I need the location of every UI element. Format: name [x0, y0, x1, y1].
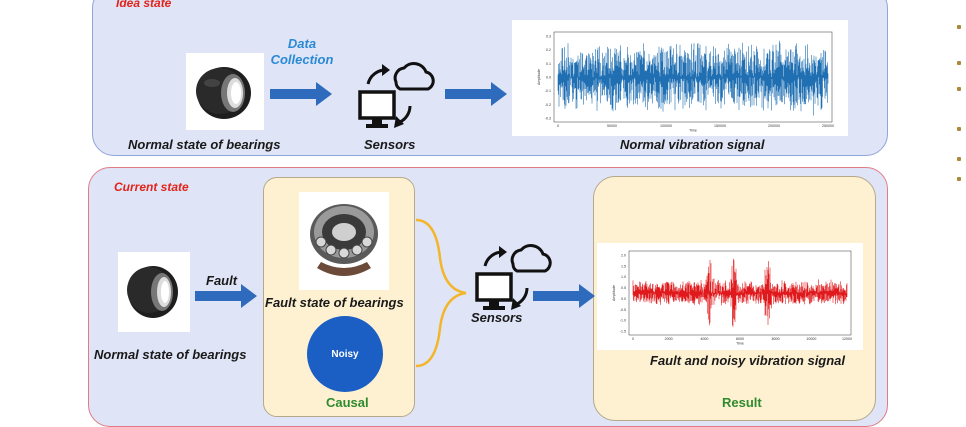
plot-frame — [628, 250, 852, 336]
y-tick-label: 0.3 — [546, 35, 551, 39]
fault-bearing-image — [299, 192, 389, 290]
x-tick-label: 10000 — [806, 337, 816, 341]
x-tick-label: 2000 — [665, 337, 673, 341]
y-tick-label: -0.5 — [620, 308, 626, 312]
fault-bearing-caption: Fault state of bearings — [265, 295, 404, 310]
fault-bearing-icon — [310, 204, 378, 276]
cloud-sync-icon — [366, 62, 435, 128]
normal-signal-caption: Normal vibration signal — [620, 137, 765, 152]
x-tick-label: 100000 — [660, 124, 672, 128]
y-tick-label: 0.0 — [546, 76, 551, 80]
arrow-to-sensors — [270, 82, 332, 106]
x-tick-label: 0 — [557, 124, 559, 128]
computer-icon — [358, 90, 396, 128]
bearing-icon — [196, 67, 251, 119]
y-tick-label: 0.2 — [546, 48, 551, 52]
fault-label: Fault — [206, 273, 238, 288]
computer-icon — [475, 272, 513, 310]
y-axis-label: Amplitude — [537, 69, 541, 85]
normal-signal-plot: 0.3 0.2 0.1 0.0 -0.1 -0.2 -0.3 0 50000 100000 1500… — [512, 20, 848, 136]
current-state-title: Current state — [114, 180, 189, 194]
y-tick-label: 1.5 — [621, 264, 626, 268]
y-tick-label: 0.5 — [621, 286, 626, 290]
x-tick-label: 150000 — [714, 124, 726, 128]
normal-bearing-caption-2: Normal state of bearings — [94, 347, 247, 362]
sensors-caption-2: Sensors — [471, 310, 523, 325]
y-tick-label: -1.0 — [620, 319, 626, 323]
x-tick-label: 12000 — [842, 337, 852, 341]
normal-bearing-caption: Normal state of bearings — [128, 137, 281, 152]
sensor-icon — [358, 62, 435, 128]
brace-connector — [415, 218, 467, 368]
y-tick-label: -0.2 — [545, 103, 551, 107]
y-tick-label: -0.3 — [545, 117, 551, 121]
y-axis-label: Amplitude — [612, 285, 616, 301]
y-tick-label: 1.0 — [621, 275, 626, 279]
fault-signal-chart: 2.0 1.5 1.0 0.5 0.0 -0.5 -1.0 -1.5 0 2000 4000 6000… — [612, 250, 852, 346]
x-tick-label: 200000 — [768, 124, 780, 128]
data-collection-label: Data Collection — [270, 36, 334, 67]
sensor-icon-2 — [475, 244, 552, 310]
x-tick-label: 0 — [632, 337, 634, 341]
y-tick-label: -0.1 — [545, 89, 551, 93]
arrow-to-result — [533, 284, 595, 308]
x-tick-label: 8000 — [772, 337, 780, 341]
x-tick-label: 50000 — [607, 124, 617, 128]
cloud-sync-icon — [483, 244, 552, 310]
y-tick-label: 2.0 — [621, 254, 626, 258]
signal-trace — [557, 40, 829, 116]
arrow-to-signal — [445, 82, 507, 106]
fault-signal-plot: 2.0 1.5 1.0 0.5 0.0 -0.5 -1.0 -1.5 0 2000 4000 6000… — [597, 243, 863, 350]
arrow-fault — [195, 284, 257, 308]
y-tick-label: 0.0 — [621, 297, 626, 301]
causal-label: Causal — [326, 395, 369, 410]
x-tick-label: 4000 — [700, 337, 708, 341]
fault-signal-caption: Fault and noisy vibration signal — [650, 353, 846, 368]
x-axis-label: Time — [736, 342, 744, 346]
ideal-state-title: Idea state — [116, 0, 172, 10]
signal-trace — [632, 258, 848, 327]
noisy-circle: Noisy — [307, 316, 383, 392]
edge-marks — [955, 25, 966, 185]
y-tick-label: 0.1 — [546, 62, 551, 66]
y-tick-label: -1.5 — [620, 330, 626, 334]
result-label: Result — [722, 395, 762, 410]
normal-bearing-image-2 — [118, 252, 190, 332]
noisy-label: Noisy — [331, 348, 359, 360]
normal-bearing-image — [186, 53, 264, 130]
x-tick-label: 6000 — [736, 337, 744, 341]
bearing-icon — [127, 266, 178, 318]
x-axis-label: Time — [689, 129, 697, 133]
sensors-caption: Sensors — [364, 137, 416, 152]
normal-signal-chart: 0.3 0.2 0.1 0.0 -0.1 -0.2 -0.3 0 50000 100000 1500… — [537, 31, 834, 133]
plot-frame — [553, 31, 833, 123]
x-tick-label: 250000 — [822, 124, 834, 128]
